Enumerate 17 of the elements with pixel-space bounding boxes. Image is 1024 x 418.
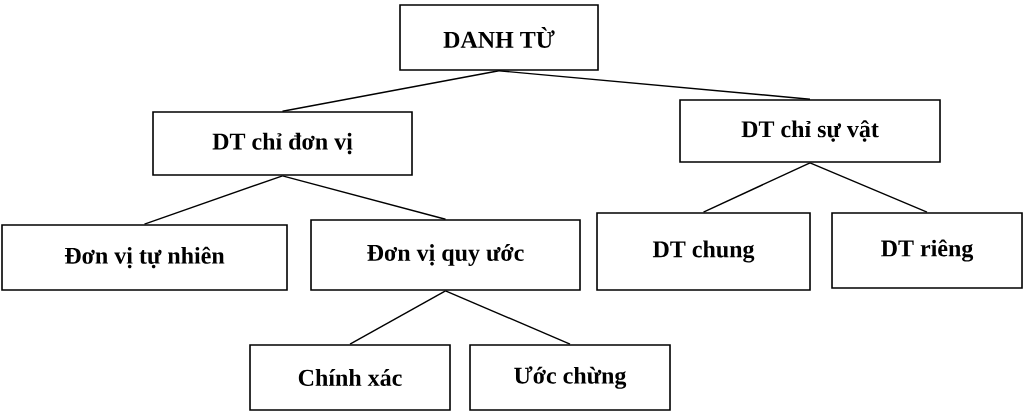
category-box: Đơn vị quy ước — [310, 219, 581, 291]
category-box: DT chung — [596, 212, 811, 291]
category-box: Đơn vị tự nhiên — [1, 224, 288, 291]
category-box: DT riêng — [831, 212, 1023, 289]
category-box: Chính xác — [249, 344, 451, 411]
connector-line — [444, 290, 571, 345]
category-box: DT chỉ sự vật — [679, 99, 941, 163]
connector-line — [498, 70, 811, 100]
connector-line — [349, 290, 447, 345]
category-box: DANH TỪ — [399, 4, 599, 71]
category-box: Ước chừng — [469, 344, 671, 411]
category-box: DT chỉ đơn vị — [152, 111, 413, 176]
connector-line — [702, 162, 811, 213]
connector-line — [281, 175, 447, 220]
connector-line — [809, 162, 928, 213]
connector-line — [281, 70, 500, 112]
connector-line — [143, 175, 284, 225]
